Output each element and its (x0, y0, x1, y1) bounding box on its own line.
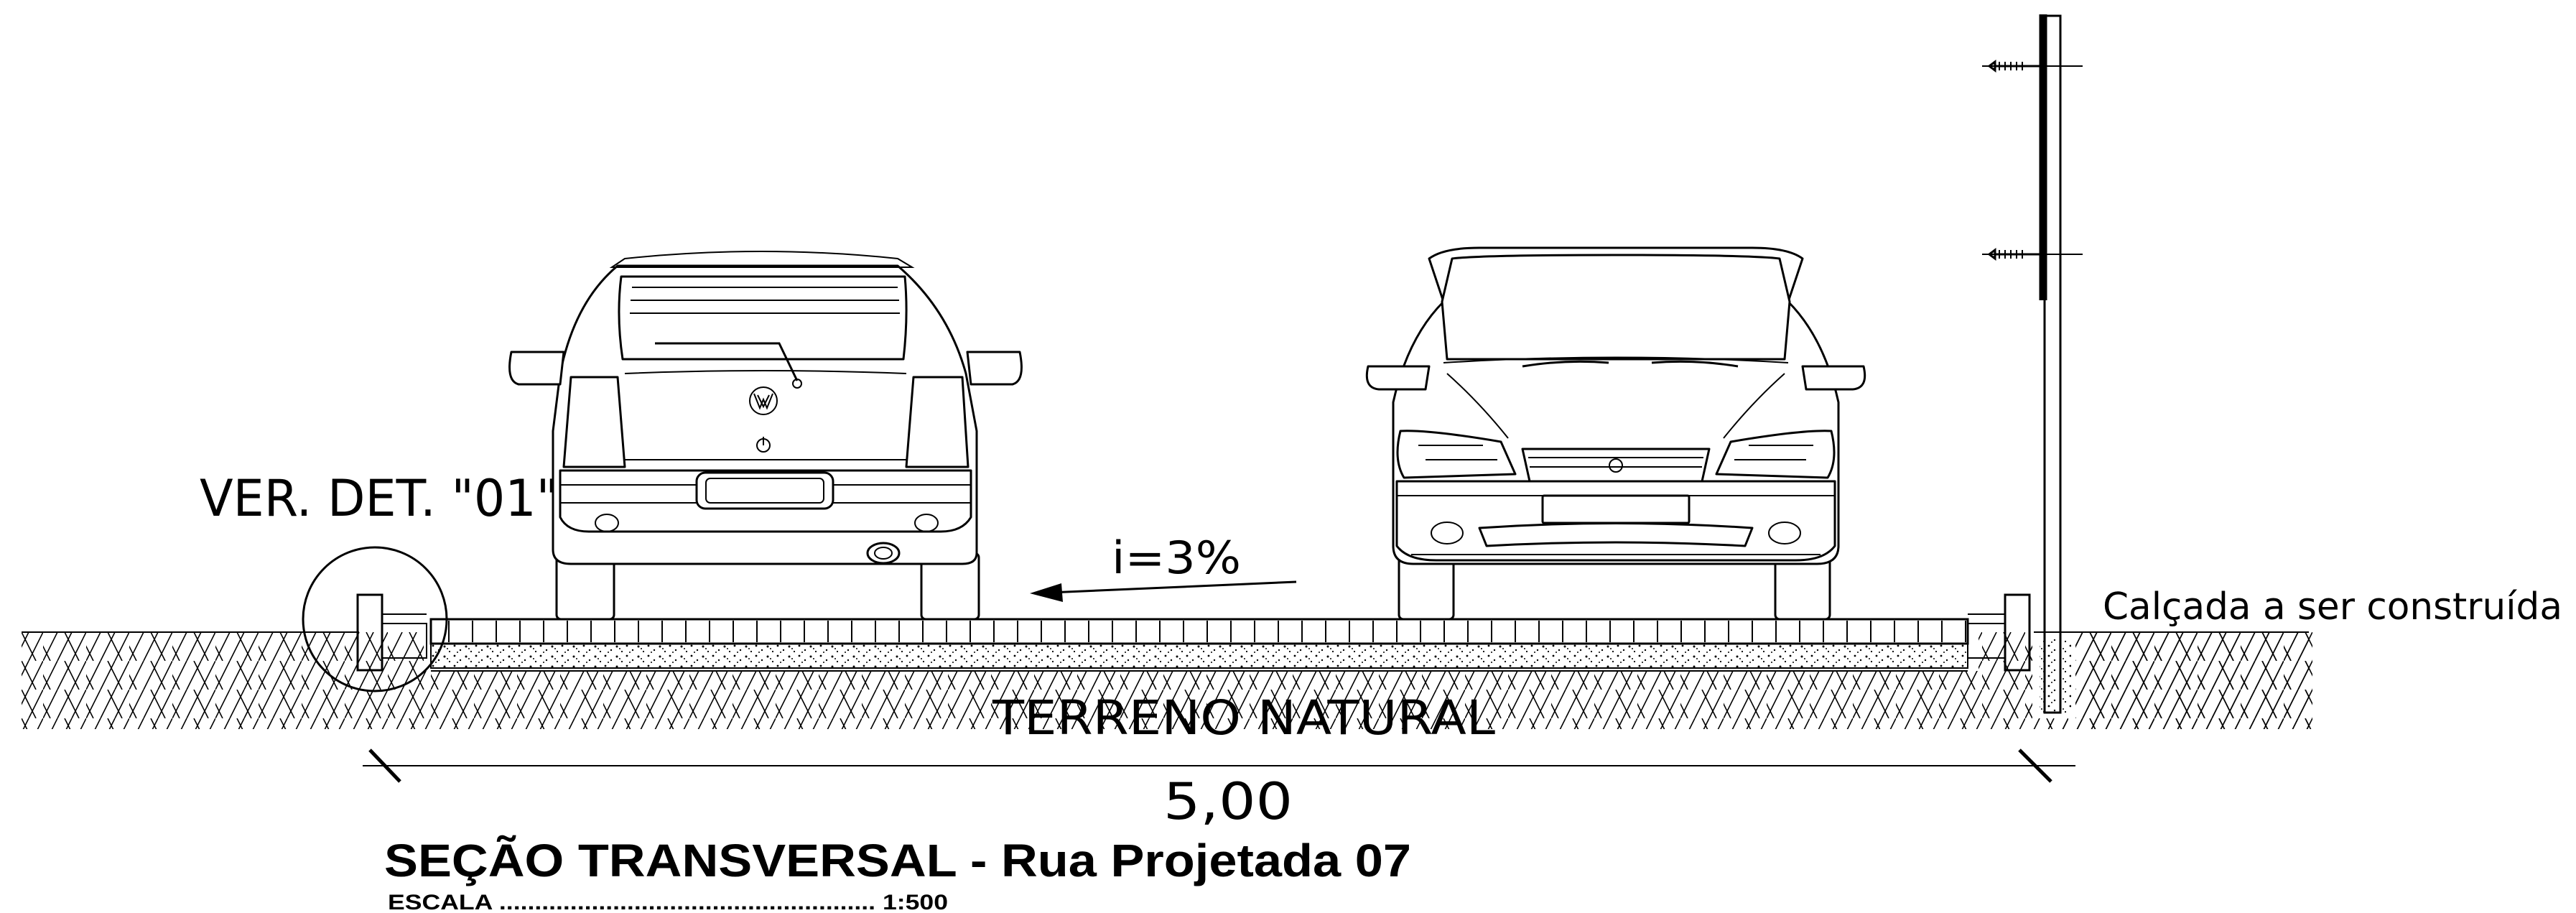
section-title: SEÇÃO TRANSVERSAL - Rua Projetada 07 (384, 835, 1411, 886)
slope-label: i=3% (1112, 532, 1241, 584)
left-curb (356, 593, 427, 672)
car-rear-view (508, 251, 1023, 621)
sidewalk-zone (2032, 631, 2083, 718)
right-curb (1967, 593, 2031, 672)
detail-callout-circle (302, 546, 448, 692)
width-dimension-label: 5,00 (1163, 772, 1293, 831)
car-front-view (1365, 246, 1866, 621)
scale-label: ESCALA .................................… (388, 891, 948, 913)
natural-ground-label: TERRENO NATURAL (992, 690, 1495, 746)
width-dimension (363, 749, 2075, 783)
slope-arrow (1030, 580, 1297, 602)
pavement-layers (424, 618, 1979, 672)
detail-reference-label: VER. DET. "01" (200, 469, 559, 528)
insulator-icon (1987, 60, 2040, 73)
sidewalk-label: Calçada a ser construída (2103, 585, 2562, 629)
insulator-icon (1987, 248, 2040, 261)
volkswagen-logo-icon (749, 386, 778, 415)
utility-pole (1982, 14, 2083, 714)
